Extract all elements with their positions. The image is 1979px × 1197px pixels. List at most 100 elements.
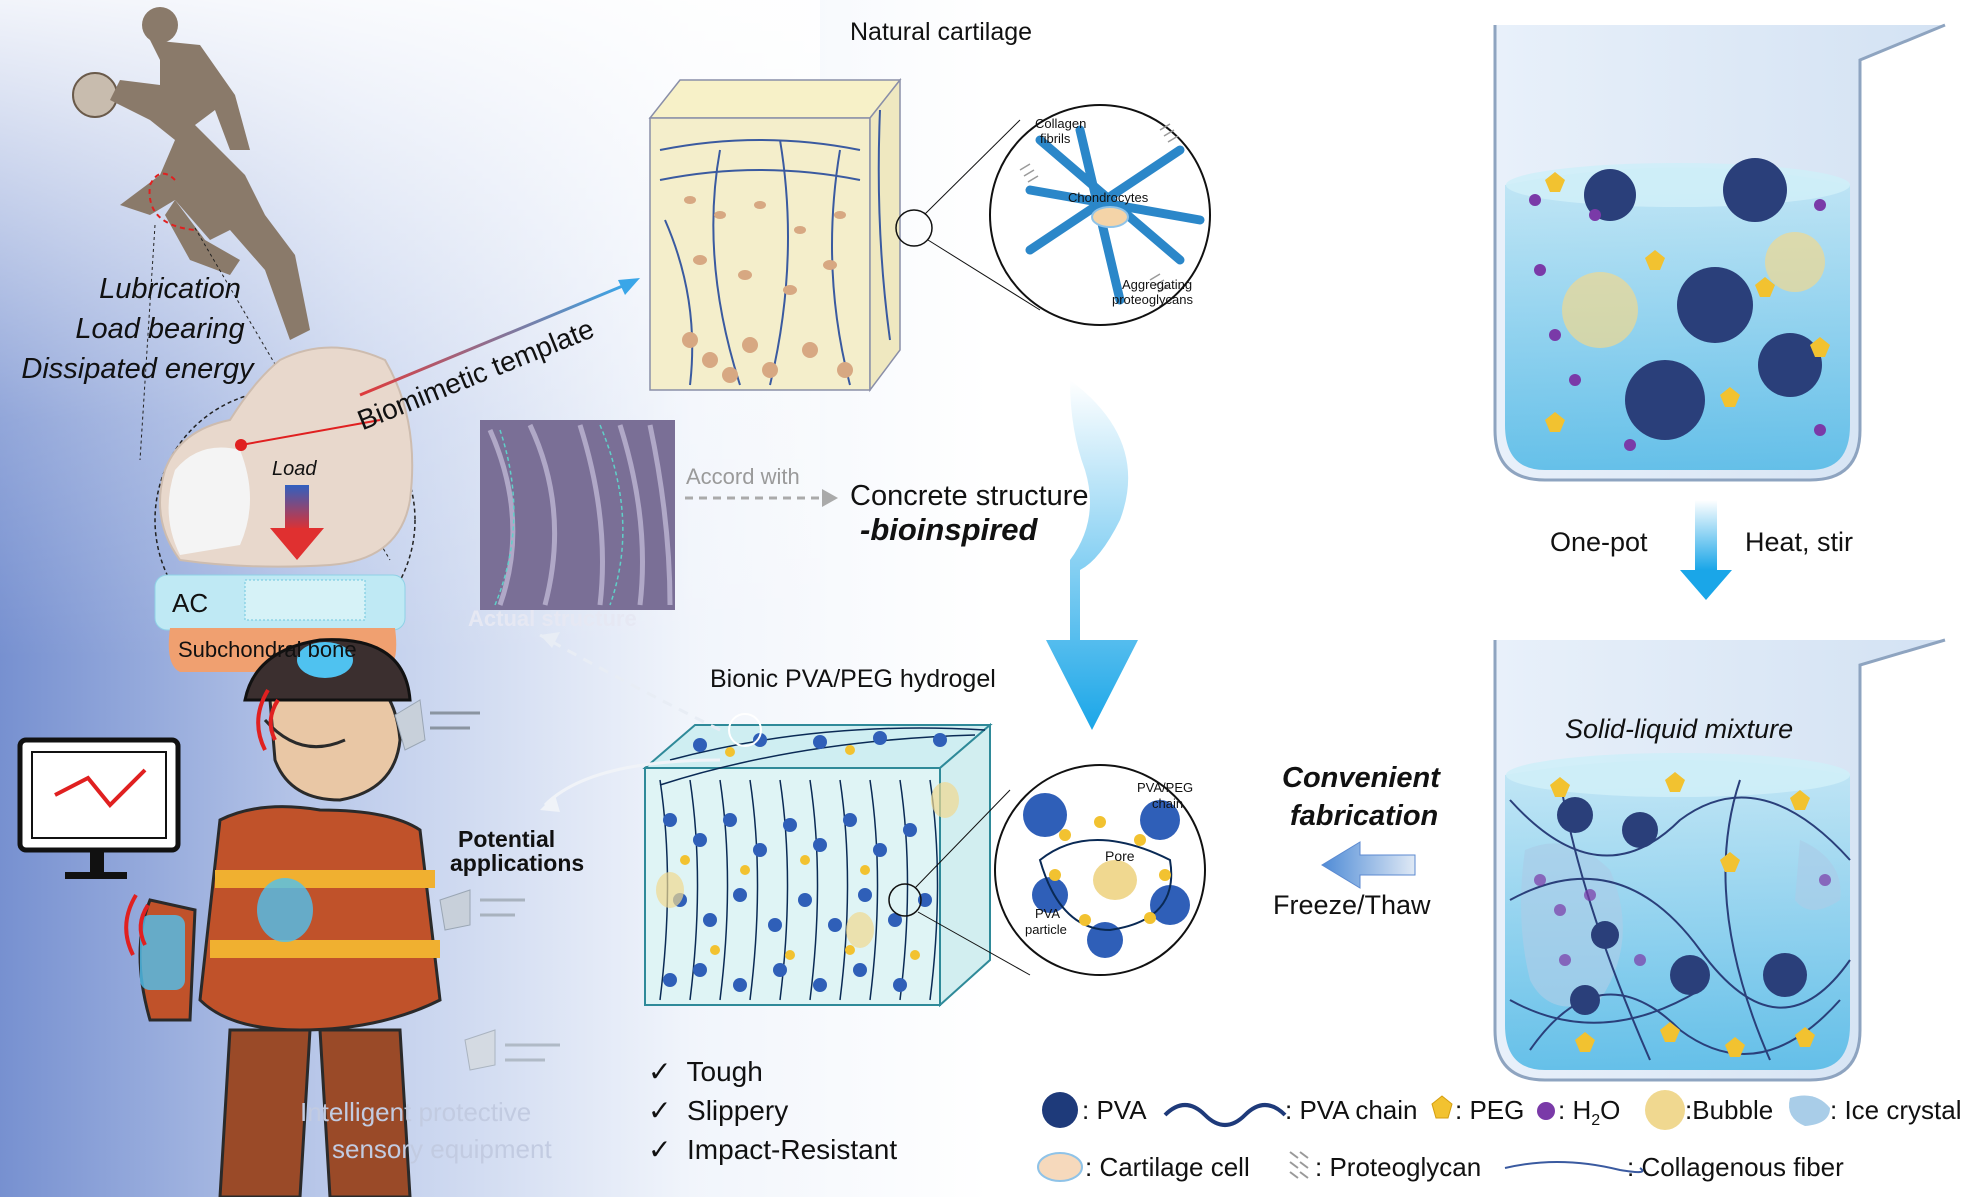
cartilage-zoom-marker — [895, 209, 933, 247]
hydrogel-zoom-particle-line2: particle — [1025, 922, 1067, 937]
property-impact-resistant-text: Impact-Resistant — [687, 1134, 898, 1165]
function-lubrication: Lubrication — [99, 273, 241, 305]
potential-label-line1: Potential — [458, 826, 556, 852]
one-pot-label: One-pot — [1550, 527, 1648, 557]
legend-bubble-icon — [1645, 1090, 1685, 1130]
load-arrow-head — [270, 528, 324, 560]
beaker-bottom — [1493, 638, 1946, 1082]
legend-h2o-subscript: 2 — [1591, 1112, 1601, 1130]
check-mark-icon: ✓ — [648, 1056, 672, 1087]
legend-peg-text: : PEG — [1455, 1095, 1525, 1125]
hydrogel-zoom-particle-line1: PVA — [1035, 906, 1061, 921]
athlete-figure — [72, 7, 310, 340]
hydrogel-zoom-marker — [888, 883, 922, 917]
function-load-bearing: Load bearing — [75, 313, 245, 345]
concrete-structure-label: Concrete structure — [850, 480, 1089, 512]
hydrogel-zoom-chain-line1: PVA/PEG — [1137, 780, 1194, 795]
biomimetic-arrow-line — [359, 283, 626, 397]
legend-peg-icon — [1431, 1095, 1453, 1119]
zoom-collagen-line1: Collagen — [1035, 116, 1087, 131]
hydrogel-to-applications-arrow-head — [540, 795, 560, 812]
subchondral-bone-label: Subchondral bone — [178, 637, 357, 662]
knee-joint — [154, 346, 414, 672]
legend-ice-text: : Ice crystal — [1830, 1095, 1962, 1125]
hydrogel-connector-bottom — [917, 911, 1031, 976]
equipment-label-line1: Intelligent protective — [300, 1097, 532, 1127]
hydrogel-zoom-chain-line2: chain — [1152, 796, 1184, 811]
hydrogel-connector-top — [914, 789, 1011, 889]
impact-debris-icons — [394, 699, 560, 1071]
knee-pointer-line — [240, 419, 381, 446]
legend-h2o-prefix: : H — [1558, 1095, 1592, 1125]
hydrogel-zoom-pore: Pore — [1105, 848, 1135, 864]
mixture-label: Solid-liquid mixture — [1565, 714, 1794, 744]
biomimetic-arrow-head — [618, 278, 640, 295]
hydrogel-to-actual-arrow — [539, 633, 721, 732]
legend-collagenous-icon — [1504, 1160, 1644, 1174]
legend-proteoglycan-text: : Proteoglycan — [1315, 1152, 1482, 1182]
signal-waves-icon — [124, 688, 280, 956]
potential-label-line2: applications — [450, 850, 585, 876]
legend-h2o-icon — [1537, 1102, 1555, 1120]
legend-pva-chain-text: : PVA chain — [1285, 1095, 1418, 1125]
property-slippery-text: Slippery — [687, 1095, 789, 1126]
legend-proteoglycan-icon — [1289, 1151, 1309, 1179]
load-arrow-shaft — [285, 485, 309, 530]
ac-label: AC — [172, 588, 209, 618]
legend-pva-chain-icon — [1163, 1103, 1287, 1127]
actual-structure-image — [480, 420, 675, 610]
freeze-thaw-label: Freeze/Thaw — [1273, 890, 1431, 920]
monitor-icon — [17, 737, 181, 879]
zoom-aggregating-line2: proteoglycans — [1112, 292, 1193, 307]
property-slippery: ✓ Slippery — [648, 1094, 788, 1127]
legend-h2o-suffix: O — [1600, 1095, 1621, 1125]
freeze-thaw-arrow — [1321, 841, 1416, 889]
legend-pva-text: : PVA — [1082, 1095, 1147, 1125]
knee-highlight — [148, 172, 196, 231]
firefighter-figure — [138, 638, 442, 1197]
hydrogel-to-actual-arrow-head — [540, 632, 560, 648]
bioinspired-label: -bioinspired — [860, 512, 1038, 547]
zoom-collagen-line2: fibrils — [1040, 131, 1071, 146]
legend-bubble-text: :Bubble — [1685, 1095, 1774, 1125]
function-dissipated-energy: Dissipated energy — [21, 353, 254, 385]
hydrogel-top-marker — [728, 713, 762, 747]
heat-stir-label: Heat, stir — [1745, 527, 1854, 557]
legend-cartilage-cell-text: : Cartilage cell — [1085, 1152, 1250, 1182]
legend-cartilage-cell-icon — [1037, 1152, 1083, 1182]
accord-with-label: Accord with — [686, 464, 800, 489]
legend-h2o-text: : H2O — [1558, 1095, 1620, 1130]
hydrogel-zoom-circle — [994, 764, 1206, 976]
hydrogel-to-applications-arrow — [543, 758, 721, 807]
load-label: Load — [272, 458, 317, 480]
property-tough: ✓ Tough — [648, 1055, 763, 1088]
cartilage-zoom-circle — [989, 104, 1211, 326]
accord-arrow-head — [822, 489, 838, 507]
convenient-label-line2: fabrication — [1290, 800, 1439, 832]
convenient-label-line1: Convenient — [1282, 762, 1440, 794]
hydrogel-cube — [642, 722, 993, 1008]
legend-icons — [1037, 1090, 1830, 1182]
property-tough-text: Tough — [686, 1056, 763, 1087]
concrete-to-hydrogel-arrow — [1046, 380, 1138, 730]
zoom-connector-top — [924, 119, 1021, 215]
natural-cartilage-title: Natural cartilage — [850, 18, 1033, 46]
beaker-top — [1493, 23, 1946, 482]
zoom-chondrocytes: Chondrocytes — [1068, 190, 1149, 205]
zoom-aggregating-line1: Aggregating — [1122, 277, 1193, 292]
legend-collagenous-text: : Collagenous fiber — [1627, 1152, 1844, 1182]
zoom-connector-bottom — [927, 239, 1041, 311]
equipment-label-line2: sensory equipment — [332, 1134, 552, 1164]
one-pot-arrow-head — [1680, 570, 1732, 600]
legend-ice-icon — [1789, 1095, 1830, 1126]
one-pot-arrow-shaft — [1695, 500, 1717, 570]
check-mark-icon: ✓ — [648, 1095, 672, 1126]
property-impact-resistant: ✓ Impact-Resistant — [648, 1133, 897, 1166]
legend-pva-icon — [1042, 1092, 1078, 1128]
hydrogel-title: Bionic PVA/PEG hydrogel — [710, 665, 996, 693]
actual-structure-label: Actual structure — [468, 606, 637, 631]
cartilage-cube — [648, 77, 902, 393]
check-mark-icon: ✓ — [648, 1134, 672, 1165]
